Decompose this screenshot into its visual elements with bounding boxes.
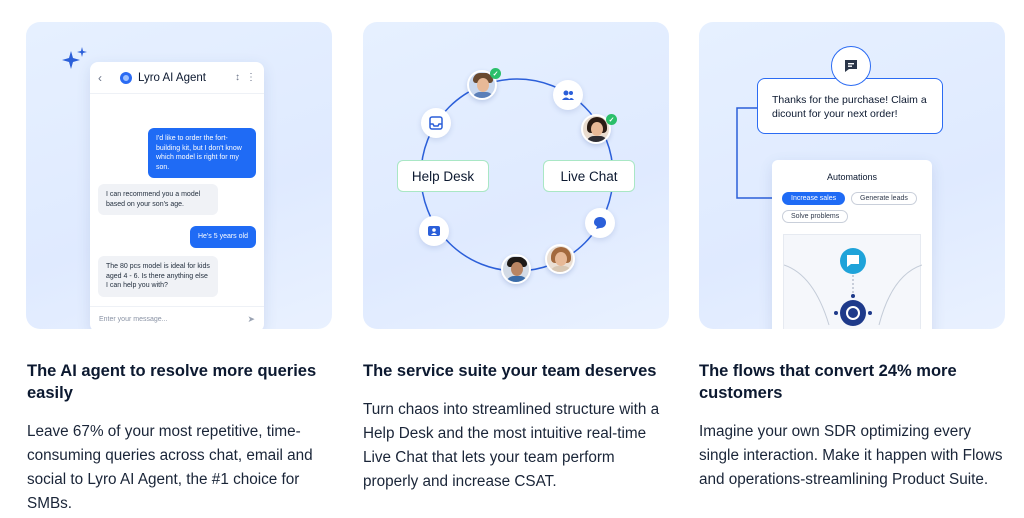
chat-bubble-icon <box>585 208 615 238</box>
live-chat-pill: Live Chat <box>543 160 635 192</box>
sort-icon[interactable]: ↕ <box>235 72 240 83</box>
chip-generate-leads[interactable]: Generate leads <box>851 192 917 205</box>
flows-illustration: Thanks for the purchase! Claim a dicount… <box>699 22 1005 329</box>
agent-logo <box>120 71 132 84</box>
help-desk-pill: Help Desk <box>397 160 489 192</box>
agent-avatar <box>581 114 611 144</box>
check-icon: ✓ <box>606 114 617 125</box>
flow-diagram <box>783 248 923 326</box>
contact-card-icon <box>419 216 449 246</box>
chat-window: ‹ Lyro AI Agent ↕ ⋮ I'd like to order th… <box>90 62 264 329</box>
ai-agent-illustration: ‹ Lyro AI Agent ↕ ⋮ I'd like to order th… <box>26 22 332 329</box>
chat-message-user: I'd like to order the fort-building kit,… <box>148 128 256 178</box>
message-input[interactable] <box>99 316 248 323</box>
send-icon[interactable]: ➤ <box>247 314 255 324</box>
chat-message-agent: I can recommend you a model based on you… <box>98 184 218 215</box>
users-icon <box>553 80 583 110</box>
more-vertical-icon[interactable]: ⋮ <box>246 72 256 83</box>
chat-message-user: He's 5 years old <box>190 226 256 248</box>
chevron-left-icon[interactable]: ‹ <box>98 70 102 85</box>
column-body-service-suite: Turn chaos into streamlined structure wi… <box>363 401 660 490</box>
chat-header: ‹ Lyro AI Agent ↕ ⋮ <box>90 62 264 94</box>
column-title-flows: The flows that convert 24% more customer… <box>699 362 957 402</box>
customer-avatar <box>545 244 575 274</box>
flow-connector <box>736 107 775 199</box>
column-body-ai-agent: Leave 67% of your most repetitive, time-… <box>27 423 313 512</box>
message-icon <box>831 46 871 86</box>
chat-input-bar: ➤ <box>90 306 264 329</box>
chip-increase-sales[interactable]: Increase sales <box>782 192 846 205</box>
panel-title: Automations <box>826 172 878 182</box>
sparkle-icon <box>62 47 87 69</box>
column-body-flows: Imagine your own SDR optimizing every si… <box>699 423 1003 488</box>
column-title-service-suite: The service suite your team deserves <box>363 362 657 380</box>
customer-avatar <box>501 254 531 284</box>
message-node: Thanks for the purchase! Claim a dicount… <box>757 78 943 134</box>
inbox-icon <box>421 108 451 138</box>
chip-solve-problems[interactable]: Solve problems <box>782 210 849 223</box>
automations-panel: Automations Increase sales Generate lead… <box>772 160 932 329</box>
chat-message-agent: The 80 pcs model is ideal for kids aged … <box>98 256 218 297</box>
agent-name: Lyro AI Agent <box>138 71 206 84</box>
service-suite-illustration: Help Desk Live Chat ✓ ✓ <box>363 22 669 329</box>
column-title-ai-agent: The AI agent to resolve more queries eas… <box>27 362 317 402</box>
flow-canvas <box>783 234 923 329</box>
check-icon: ✓ <box>490 68 501 79</box>
